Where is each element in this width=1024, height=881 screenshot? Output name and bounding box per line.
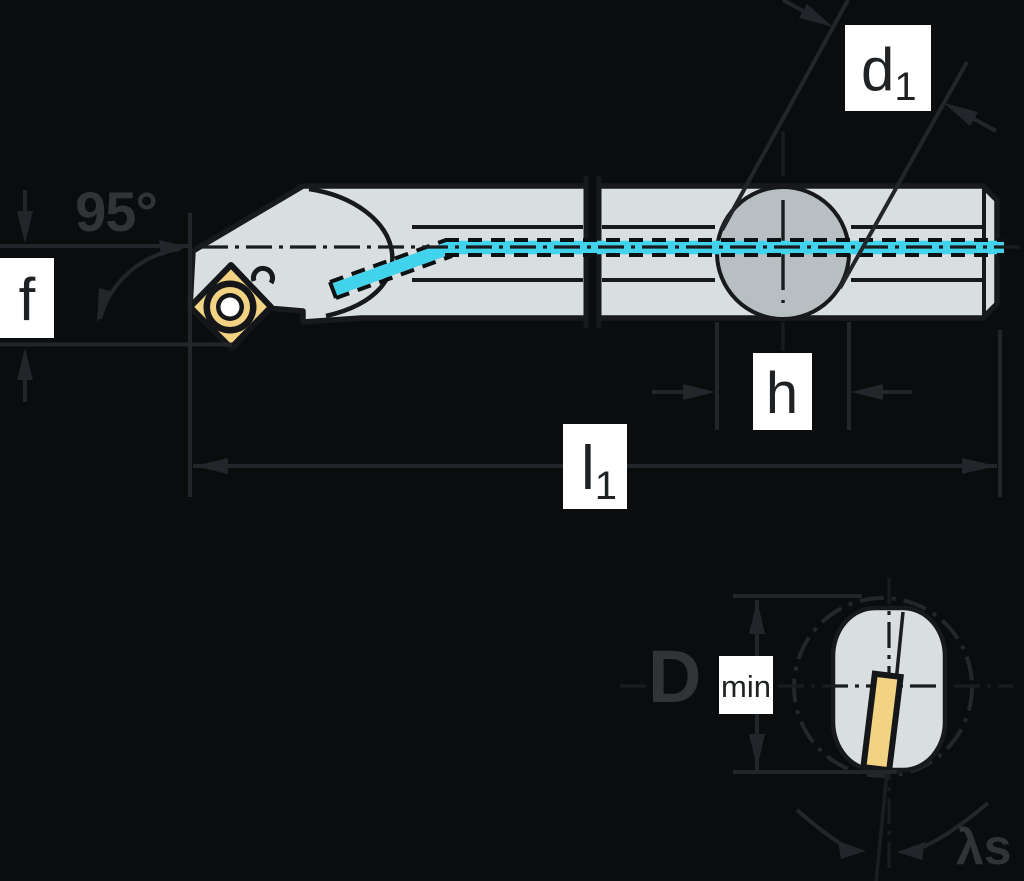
section-insert xyxy=(860,670,904,774)
side-view: f 95° d1 xyxy=(0,0,1022,509)
h-label-box xyxy=(753,353,812,430)
f-label: f xyxy=(19,266,36,333)
section-view: D min λs xyxy=(620,578,1013,881)
coolant-diagonal xyxy=(330,241,452,297)
dmin-label-sub: min xyxy=(721,669,771,704)
dimension-entering-angle: 95° xyxy=(75,180,187,323)
dmin-label-main: D xyxy=(648,635,701,718)
entering-angle-label: 95° xyxy=(75,180,157,243)
dimension-d1: d1 xyxy=(720,0,997,289)
neck-curve xyxy=(308,186,395,319)
lambda-s-label: λs xyxy=(956,819,1012,875)
d1-label-box xyxy=(845,25,931,111)
cutting-insert xyxy=(187,262,274,351)
dimension-l1: l1 xyxy=(188,213,1002,509)
dimension-f: f xyxy=(0,190,232,402)
dmin-label-box xyxy=(719,656,773,714)
inner-bore-lines xyxy=(412,225,983,282)
dimension-dmin: D min xyxy=(648,594,897,774)
d1-label: d1 xyxy=(861,36,917,109)
h-label: h xyxy=(766,361,798,426)
l1-label-box xyxy=(563,424,627,509)
dimension-lambda-s: λs xyxy=(795,801,1012,875)
clamp-screw-curl xyxy=(251,265,275,285)
l1-label: l1 xyxy=(581,434,617,508)
insert-screw-hole xyxy=(220,297,240,317)
f-label-box xyxy=(0,258,54,338)
dimension-h: h xyxy=(652,322,912,430)
